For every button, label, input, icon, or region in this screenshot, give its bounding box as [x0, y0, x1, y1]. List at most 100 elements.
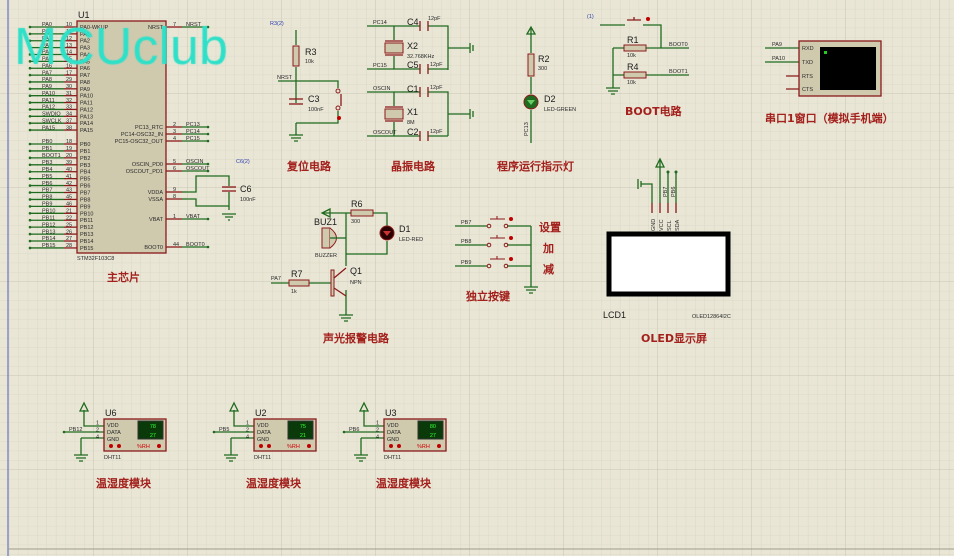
mcu-ref: U1: [78, 10, 90, 20]
label: C5: [407, 60, 419, 70]
pin-name: PA12: [80, 107, 93, 113]
net-label: VBAT: [186, 214, 201, 220]
pin-name: PA7: [80, 73, 90, 79]
schematic-shape: [28, 205, 32, 208]
label: PB9: [461, 260, 471, 266]
net-label: PB5: [219, 427, 229, 433]
schematic-shape: [623, 44, 647, 52]
pin-name: VDD: [107, 423, 119, 429]
pin-name: DATA: [257, 430, 271, 436]
pin-name: PC14-OSC32_IN: [121, 132, 163, 138]
resistor-r3: [292, 45, 300, 67]
pin-number: 2: [246, 428, 249, 434]
mcu-title: 主芯片: [107, 270, 140, 284]
label: Q1: [350, 266, 362, 276]
label: NRST: [277, 75, 293, 81]
net-label: PB8: [42, 195, 52, 201]
button-up: [117, 444, 121, 448]
label: 设置: [539, 220, 561, 234]
schematic-shape: [62, 430, 66, 434]
net-label: PB13: [42, 229, 55, 235]
label: C6: [240, 184, 252, 194]
button-up: [397, 444, 401, 448]
schematic-shape: [350, 209, 374, 217]
net-label: PA9: [42, 84, 52, 90]
label: 加: [542, 241, 554, 255]
pin-number: 14: [66, 50, 72, 56]
pin-name: PA2: [80, 39, 90, 45]
label: PC15: [373, 63, 387, 69]
button-up: [267, 444, 271, 448]
net-label: PC13: [186, 122, 200, 128]
net-label: PA4: [42, 50, 52, 56]
schematic-shape: [157, 444, 161, 448]
label: 100nF: [308, 107, 324, 113]
schematic-shape: [28, 66, 32, 70]
label: C1: [407, 84, 419, 94]
label: 程序运行指示灯: [497, 159, 574, 173]
pin-name: PA9: [80, 87, 90, 93]
schematic-shape: [509, 217, 513, 221]
terminal-screen: [820, 47, 876, 90]
net-label: PB12: [42, 222, 55, 228]
label: D1: [399, 224, 411, 234]
schematic-shape: [28, 32, 32, 36]
pin-number: 12: [66, 36, 72, 42]
pin-name: VDD: [387, 423, 399, 429]
schematic-shape: [28, 218, 32, 222]
label: R1: [627, 35, 639, 45]
label: C6(2): [236, 159, 250, 165]
label: 300: [351, 219, 360, 225]
pin-number: 32: [66, 98, 72, 104]
label: 8M: [407, 120, 415, 126]
pin-number: 28: [66, 243, 72, 249]
net-label: PB14: [42, 236, 55, 242]
schematic-shape: [28, 108, 32, 111]
unit-label: %RH: [137, 444, 150, 450]
mcu-part: STM32F103C8: [77, 256, 114, 262]
schematic-shape: [206, 217, 210, 221]
pin-name: PA13: [80, 114, 93, 120]
schematic-shape: [330, 269, 335, 297]
temperature-value: 21: [300, 433, 306, 439]
label: 10k: [305, 59, 314, 65]
schematic-shape: [28, 163, 32, 167]
schematic-shape: [28, 121, 32, 125]
net-label: PB10: [42, 209, 55, 215]
pin-name: GND: [257, 437, 269, 443]
pin-number: 42: [66, 181, 72, 187]
pin-number: 30: [66, 84, 72, 90]
part: DHT11: [254, 455, 271, 461]
pin-name: PB9: [80, 204, 90, 210]
pin-number: 1: [173, 214, 176, 220]
label: 减: [543, 262, 554, 276]
label: 12pF: [430, 85, 443, 91]
schematic-shape: [674, 170, 678, 174]
button-down: [259, 444, 263, 448]
schematic-shape: [28, 73, 32, 77]
net-label: PA5: [42, 57, 52, 63]
schematic-shape: [437, 444, 441, 448]
label: VCC: [659, 219, 665, 231]
schematic-shape: [28, 94, 32, 97]
pin-name: PB4: [80, 170, 90, 176]
pin-number: 16: [66, 63, 72, 69]
pin-name: PB1: [80, 149, 90, 155]
net-label: PB4: [42, 167, 52, 173]
pin-number: 1: [246, 421, 249, 427]
label: PB8: [461, 239, 471, 245]
part: DHT11: [384, 455, 401, 461]
ref: U2: [255, 408, 267, 418]
pin-number: 43: [66, 188, 72, 194]
pin-number: 27: [66, 236, 72, 242]
pin-name: VDDA: [148, 190, 164, 196]
label: OSCOUT: [373, 130, 397, 136]
pin-number: 21: [66, 209, 72, 215]
label: OLED12864I2C: [692, 314, 731, 320]
schematic-shape: [206, 25, 210, 29]
label: PC13: [524, 122, 530, 136]
pin-number: 15: [66, 57, 72, 63]
schematic-shape: [28, 246, 32, 250]
